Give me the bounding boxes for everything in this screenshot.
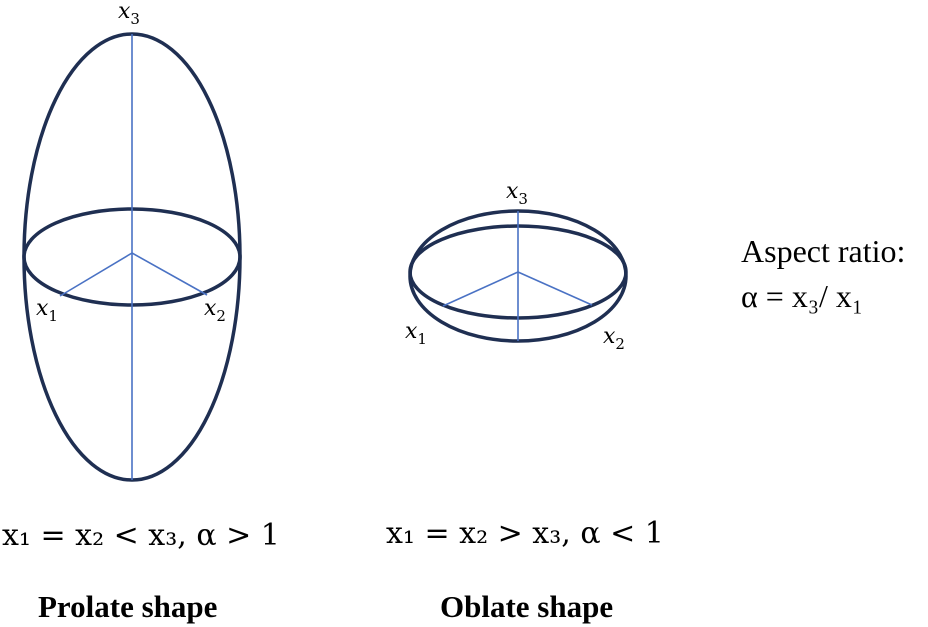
oblate-label-x3: x3: [506, 179, 528, 208]
oblate-axis-x2: [517, 271, 593, 306]
oblate-equation: x₁ = x₂ > x₃, α < 1: [386, 516, 664, 551]
aspect-ratio-title: Aspect ratio:: [741, 233, 905, 269]
prolate-axis-x2: [131, 252, 208, 296]
prolate-ellipsoid: x3 x1 x2: [22, 0, 242, 482]
prolate-equation: x₁ = x₂ < x₃, α > 1: [2, 518, 280, 553]
oblate-ellipsoid: x3 x1 x2: [405, 179, 628, 353]
oblate-label-x1: x1: [405, 319, 427, 348]
prolate-shape-name: Prolate shape: [38, 589, 217, 624]
aspect-ratio-formula: α = x₃/ x₁: [741, 278, 863, 314]
prolate-axis-x1: [59, 252, 133, 297]
oblate-axis-x1: [442, 271, 519, 307]
prolate-label-x2: x2: [204, 296, 226, 325]
prolate-label-x1: x1: [36, 296, 58, 325]
oblate-shape-name: Oblate shape: [440, 589, 613, 624]
prolate-label-x3: x3: [118, 0, 140, 28]
oblate-label-x2: x2: [603, 324, 625, 353]
